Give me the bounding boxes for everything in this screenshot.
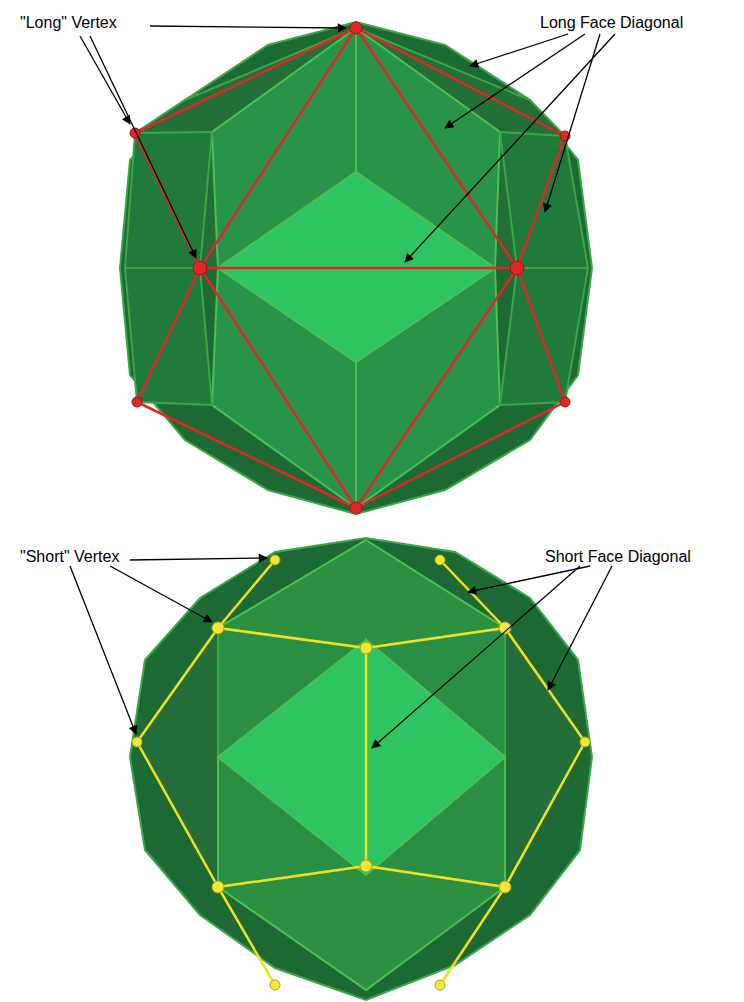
callout-label: Long Face Diagonal	[540, 14, 683, 32]
leader-lines	[70, 26, 615, 748]
callout-label: Short Face Diagonal	[545, 548, 691, 566]
top-polyhedron	[120, 22, 592, 514]
callout-label: "Long" Vertex	[20, 14, 117, 32]
bottom-polyhedron	[130, 538, 592, 1000]
callout-label: "Short" Vertex	[20, 548, 119, 566]
